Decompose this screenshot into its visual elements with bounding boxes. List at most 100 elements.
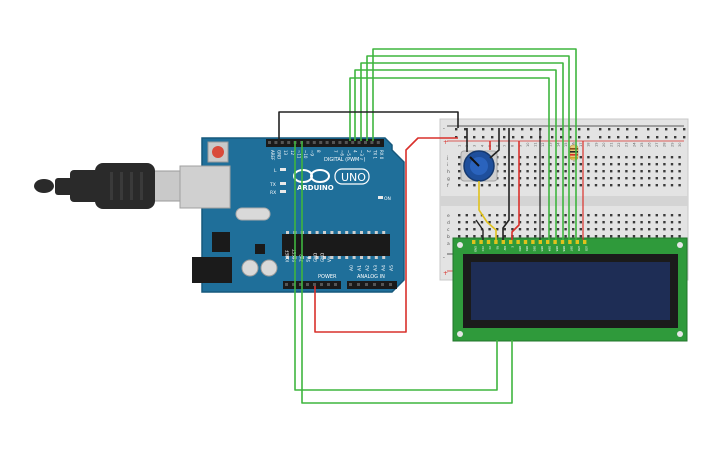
breadboard-hole[interactable] xyxy=(496,214,499,217)
breadboard-hole[interactable] xyxy=(572,184,575,187)
lcd-pin[interactable] xyxy=(472,240,476,244)
breadboard-hole[interactable] xyxy=(648,184,651,187)
lcd-pin[interactable] xyxy=(486,240,491,244)
breadboard-hole[interactable] xyxy=(632,177,636,180)
header-hole[interactable] xyxy=(268,141,271,144)
breadboard-hole[interactable] xyxy=(648,177,651,180)
breadboard-hole[interactable] xyxy=(465,184,468,187)
header-hole[interactable] xyxy=(312,141,316,144)
breadboard-hole[interactable] xyxy=(610,214,613,217)
rail-hole[interactable] xyxy=(482,128,485,131)
rail-hole[interactable] xyxy=(608,128,611,131)
header-hole[interactable] xyxy=(313,283,316,286)
breadboard-hole[interactable] xyxy=(556,184,560,187)
rail-hole[interactable] xyxy=(530,128,533,131)
breadboard-hole[interactable] xyxy=(564,156,567,159)
breadboard-hole[interactable] xyxy=(663,184,666,187)
breadboard-hole[interactable] xyxy=(511,163,514,166)
breadboard-hole[interactable] xyxy=(610,177,613,180)
lcd-pin[interactable] xyxy=(568,240,572,244)
breadboard-hole[interactable] xyxy=(678,221,681,224)
breadboard-hole[interactable] xyxy=(632,221,636,224)
breadboard-hole[interactable] xyxy=(534,156,537,159)
breadboard-hole[interactable] xyxy=(518,214,522,217)
breadboard-hole[interactable] xyxy=(678,214,681,217)
breadboard-hole[interactable] xyxy=(655,156,658,159)
rail-hole[interactable] xyxy=(512,136,515,139)
breadboard-hole[interactable] xyxy=(480,184,484,187)
breadboard-hole[interactable] xyxy=(564,184,567,187)
breadboard-hole[interactable] xyxy=(572,228,575,231)
breadboard-hole[interactable] xyxy=(587,235,590,238)
breadboard-hole[interactable] xyxy=(594,184,598,187)
breadboard-hole[interactable] xyxy=(625,228,628,231)
breadboard-hole[interactable] xyxy=(594,163,598,166)
breadboard-hole[interactable] xyxy=(632,156,636,159)
rail-hole[interactable] xyxy=(665,136,668,139)
breadboard-hole[interactable] xyxy=(526,221,529,224)
breadboard-hole[interactable] xyxy=(587,228,590,231)
header-hole[interactable] xyxy=(280,141,284,144)
breadboard-hole[interactable] xyxy=(625,221,628,224)
rail-hole[interactable] xyxy=(617,136,620,139)
breadboard-hole[interactable] xyxy=(541,228,544,231)
breadboard-hole[interactable] xyxy=(640,177,643,180)
rail-hole[interactable] xyxy=(464,128,467,131)
rail-hole[interactable] xyxy=(674,128,677,131)
breadboard-hole[interactable] xyxy=(587,163,590,166)
breadboard-hole[interactable] xyxy=(541,156,544,159)
breadboard-hole[interactable] xyxy=(526,156,529,159)
breadboard-hole[interactable] xyxy=(511,170,514,173)
breadboard-hole[interactable] xyxy=(617,177,620,180)
breadboard-hole[interactable] xyxy=(678,177,681,180)
breadboard-hole[interactable] xyxy=(503,235,506,238)
breadboard-hole[interactable] xyxy=(503,163,506,166)
breadboard-hole[interactable] xyxy=(564,228,567,231)
breadboard-hole[interactable] xyxy=(473,235,476,238)
breadboard-hole[interactable] xyxy=(640,235,643,238)
breadboard-hole[interactable] xyxy=(579,235,582,238)
lcd-pin[interactable] xyxy=(494,240,498,244)
breadboard-hole[interactable] xyxy=(526,177,529,180)
rail-hole[interactable] xyxy=(491,136,494,139)
rail-hole[interactable] xyxy=(587,128,590,131)
breadboard-hole[interactable] xyxy=(579,184,582,187)
breadboard-hole[interactable] xyxy=(503,221,506,224)
breadboard-hole[interactable] xyxy=(564,177,567,180)
breadboard-hole[interactable] xyxy=(594,221,598,224)
lcd-pin[interactable] xyxy=(523,240,528,244)
breadboard-hole[interactable] xyxy=(602,221,605,224)
breadboard-hole[interactable] xyxy=(670,163,674,166)
breadboard-hole[interactable] xyxy=(480,221,484,224)
breadboard-hole[interactable] xyxy=(655,163,658,166)
rail-hole[interactable] xyxy=(674,136,677,139)
breadboard-hole[interactable] xyxy=(655,235,658,238)
breadboard-hole[interactable] xyxy=(518,163,522,166)
rail-hole[interactable] xyxy=(635,128,638,131)
breadboard-hole[interactable] xyxy=(640,221,643,224)
breadboard-hole[interactable] xyxy=(587,221,590,224)
header-hole[interactable] xyxy=(370,141,374,144)
breadboard-hole[interactable] xyxy=(602,163,605,166)
breadboard-hole[interactable] xyxy=(587,184,590,187)
breadboard-hole[interactable] xyxy=(572,214,575,217)
breadboard-hole[interactable] xyxy=(663,163,666,166)
lcd-pin[interactable] xyxy=(546,240,550,244)
breadboard-hole[interactable] xyxy=(640,163,643,166)
breadboard-hole[interactable] xyxy=(617,235,620,238)
header-hole[interactable] xyxy=(373,283,376,286)
header-hole[interactable] xyxy=(292,283,295,286)
lcd-pin[interactable] xyxy=(479,240,483,244)
breadboard-hole[interactable] xyxy=(549,177,552,180)
breadboard-hole[interactable] xyxy=(678,156,681,159)
rail-hole[interactable] xyxy=(626,128,629,131)
breadboard-hole[interactable] xyxy=(511,156,514,159)
lcd-pin[interactable] xyxy=(538,240,542,244)
breadboard-hole[interactable] xyxy=(579,163,582,166)
header-hole[interactable] xyxy=(351,141,355,144)
rail-hole[interactable] xyxy=(578,136,581,139)
breadboard-hole[interactable] xyxy=(541,221,544,224)
breadboard-hole[interactable] xyxy=(511,228,514,231)
rail-hole[interactable] xyxy=(647,136,650,139)
header-hole[interactable] xyxy=(389,283,392,286)
